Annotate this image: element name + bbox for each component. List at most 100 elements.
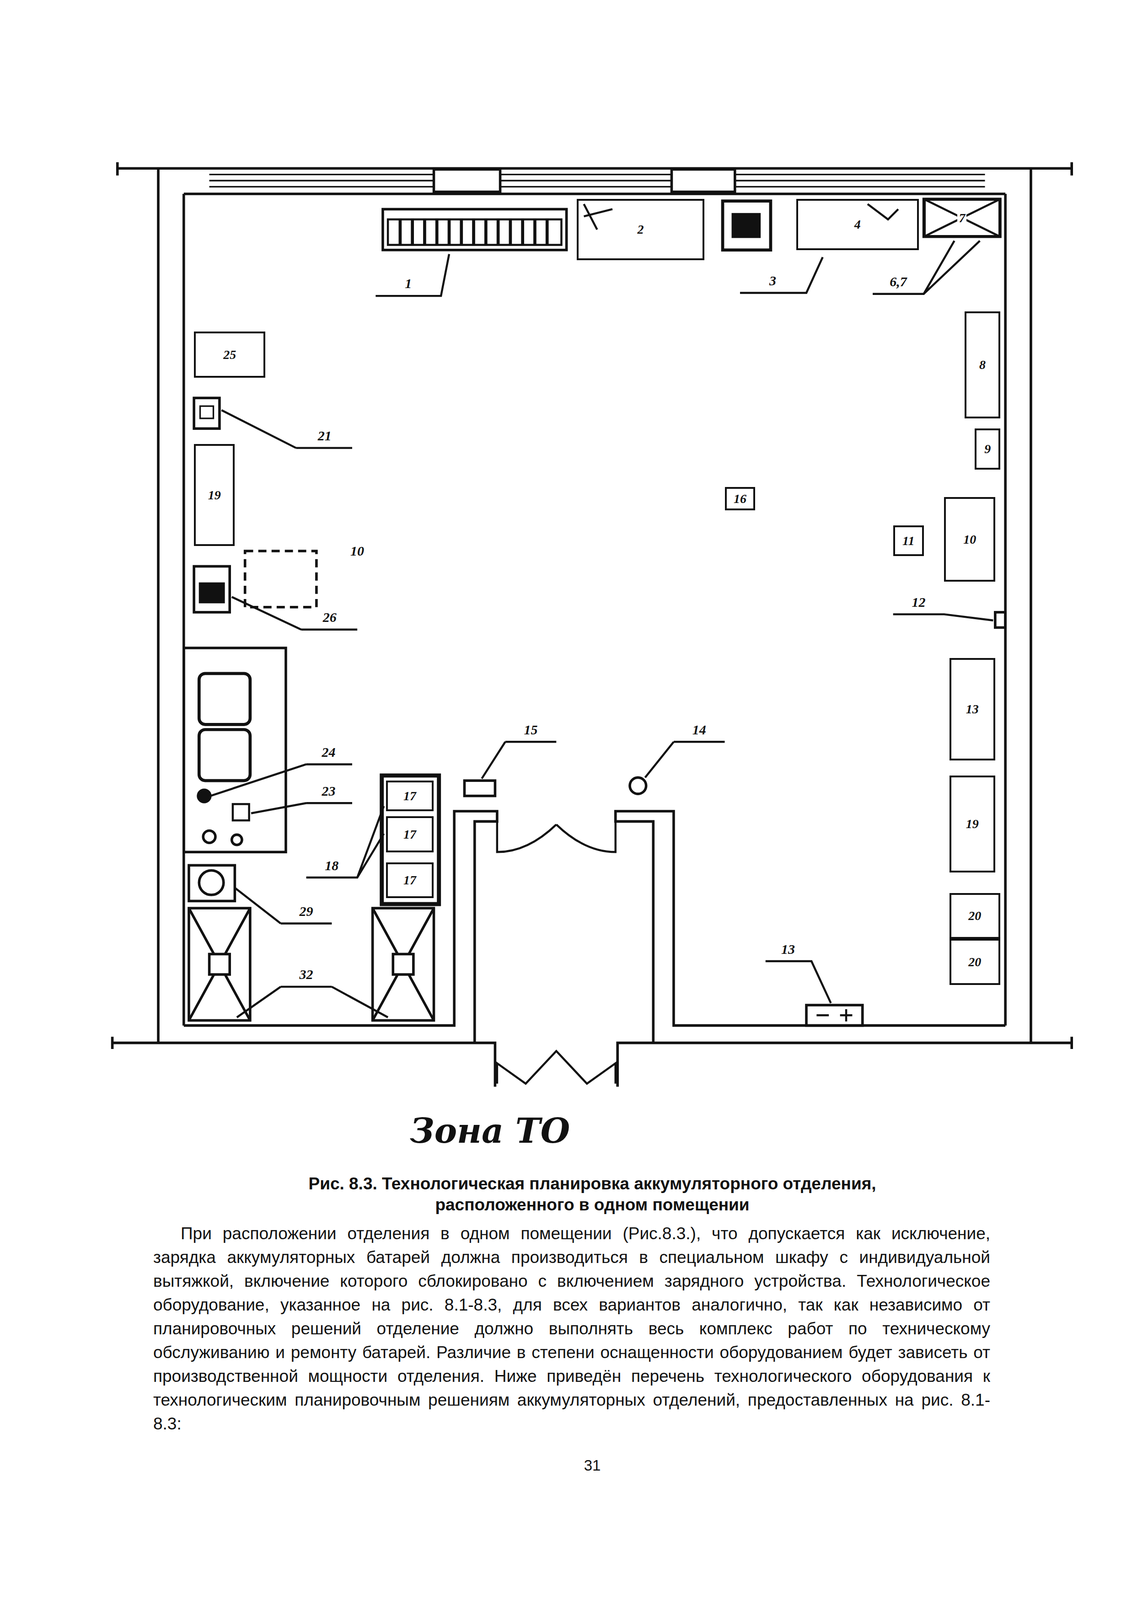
equipment-number: 17 (402, 789, 418, 803)
rack (382, 209, 567, 250)
callout-number: 1 (403, 275, 413, 292)
tap (198, 789, 211, 803)
callout-number: 24 (321, 744, 337, 761)
equipment-box: 17 (386, 862, 435, 899)
callout-number: 26 (321, 609, 338, 626)
cabinet (381, 775, 440, 905)
vent-cross (923, 198, 1001, 237)
label-text: 15 (523, 722, 539, 738)
wall (183, 811, 498, 1044)
drain (231, 834, 242, 845)
window (209, 174, 986, 188)
vent (188, 908, 251, 1021)
callout-number: 23 (321, 783, 337, 800)
label-text: 14 (691, 722, 708, 738)
label-text: При расположении отделения в одном помещ… (153, 1222, 991, 1437)
equipment (193, 397, 220, 429)
label-text: 12 (911, 594, 927, 610)
vent-cross (188, 908, 251, 1021)
equipment (198, 870, 224, 896)
equipment-number: 4 (853, 217, 863, 231)
vent-cross (372, 908, 435, 1021)
equipment-box: 13 (949, 658, 996, 761)
callout-number: 15 (523, 722, 539, 738)
equipment-number: 20 (966, 955, 983, 969)
equipment-box: 7 (923, 198, 1001, 237)
equipment (200, 406, 214, 419)
bath (198, 729, 251, 782)
equipment-box: 20 (949, 893, 1001, 939)
callout-number: 32 (298, 966, 315, 983)
label-text: 18 (323, 858, 340, 874)
label-text: 6,7 (888, 273, 908, 290)
window-frame (434, 169, 501, 192)
equipment-box: 8 (964, 311, 1001, 419)
label-text: 26 (321, 609, 338, 625)
equipment (806, 1005, 863, 1026)
zone-label: Зона ТО (409, 1111, 570, 1151)
page-number: 31 (584, 1457, 601, 1475)
figure-caption: Рис. 8.3. Технологическая планировка акк… (249, 1173, 936, 1216)
leader-line (210, 241, 994, 1018)
label-text: 13 (780, 941, 796, 957)
equipment-box: 10 (944, 497, 996, 582)
equipment-number: 25 (221, 348, 238, 362)
equipment-box: 20 (949, 938, 1001, 985)
callout-number: 12 (911, 594, 927, 611)
equipment-number: 11 (901, 534, 916, 548)
equipment-number: 13 (964, 702, 981, 716)
equipment-box: 17 (386, 816, 435, 853)
wash-unit (183, 648, 286, 853)
equipment-box: 16 (724, 487, 756, 511)
vent (923, 198, 1001, 237)
callout-number: 3 (768, 273, 778, 289)
tap (203, 830, 216, 843)
window-frame (671, 169, 735, 192)
bath (198, 673, 251, 725)
equipment-box: 19 (193, 444, 235, 547)
label-text: 21 (316, 428, 333, 444)
callout-number: 18 (323, 858, 340, 874)
label-text: 10 (349, 543, 365, 559)
equipment (193, 566, 230, 612)
sink (722, 201, 771, 251)
label-text: 32 (298, 966, 315, 982)
equipment (188, 865, 235, 902)
equipment-number: 17 (402, 827, 418, 842)
label-text: 24 (321, 744, 337, 760)
equipment-number: 16 (732, 492, 748, 506)
equipment-box: 9 (974, 428, 1001, 470)
rack-slats (400, 219, 548, 246)
equipment (200, 583, 224, 602)
callout-number: 13 (780, 941, 796, 958)
label-text: 3 (768, 273, 778, 289)
equipment-number: 19 (206, 488, 223, 502)
callout-number: 21 (316, 428, 333, 444)
tap (232, 804, 250, 821)
wall (117, 162, 1072, 176)
equipment-number: 7 (957, 211, 967, 225)
rack (387, 219, 562, 246)
equipment-outline (245, 551, 317, 608)
wall (112, 1036, 1073, 1087)
vent (209, 954, 231, 975)
wall (1005, 168, 1031, 1043)
label-text: 29 (298, 903, 315, 919)
vent (392, 954, 414, 975)
wall (615, 811, 1006, 1044)
lamp (584, 203, 613, 230)
callout-number: 6,7 (888, 273, 908, 290)
label-text: 23 (321, 783, 337, 799)
callout-number: 10 (349, 543, 365, 559)
vent (372, 908, 435, 1021)
equipment-box: 19 (949, 775, 996, 873)
equipment (995, 612, 1006, 628)
equipment-number: 17 (402, 873, 418, 887)
equipment-box: 11 (893, 525, 924, 557)
lamp (867, 203, 899, 220)
equipment-number: 20 (966, 909, 983, 923)
equipment (629, 777, 647, 795)
caption-text: Рис. 8.3. Технологическая планировка акк… (249, 1173, 936, 1216)
equipment (464, 780, 495, 796)
